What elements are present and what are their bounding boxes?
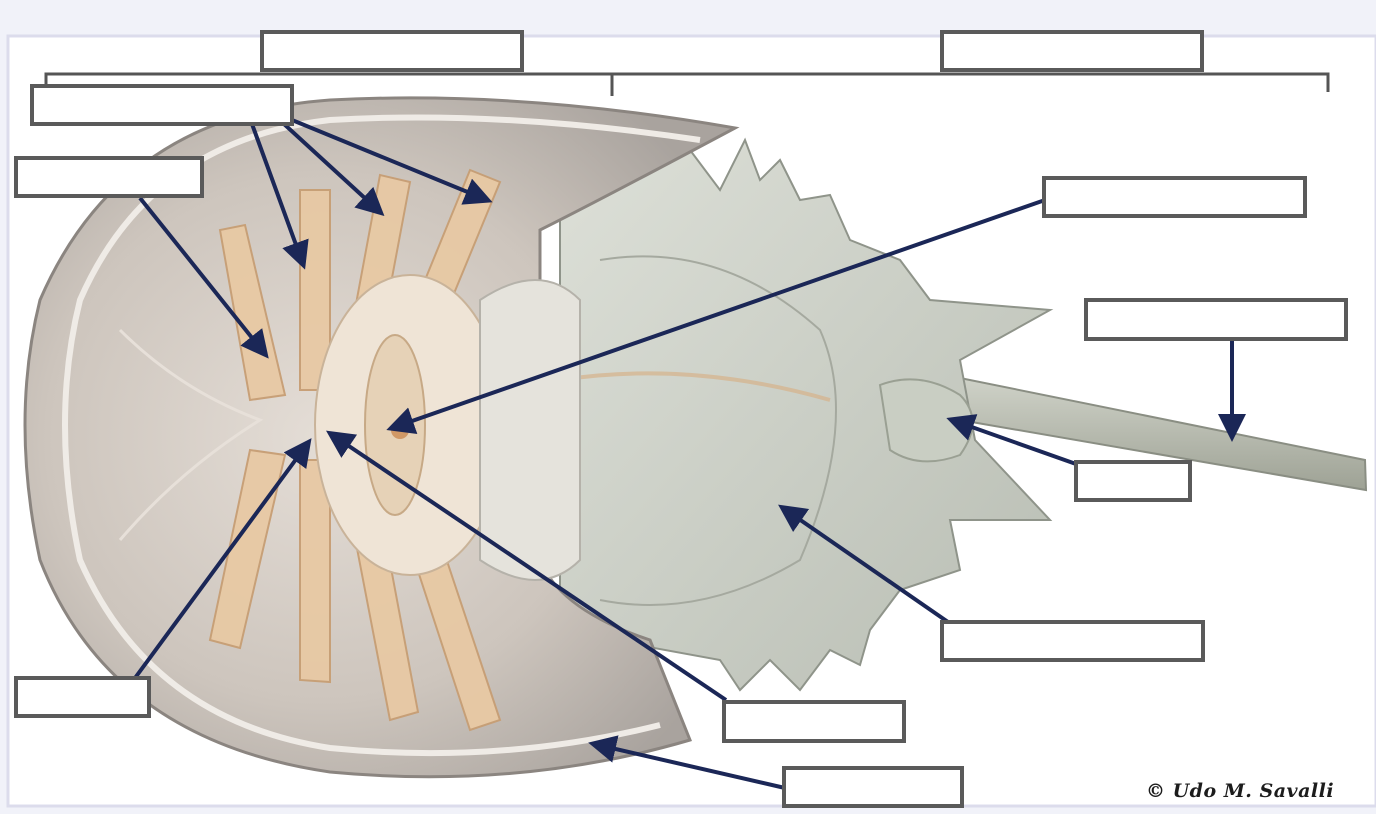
arrow-anus — [946, 414, 1077, 466]
arrow-appendages-3 — [291, 118, 493, 205]
region-bracket-prosoma — [44, 72, 614, 96]
photo-credit: © Udo M. Savalli — [1146, 780, 1335, 802]
label-box-anus[interactable] — [1074, 460, 1192, 502]
label-box-carapace[interactable] — [782, 766, 964, 808]
arrow-appendages-2 — [282, 122, 385, 217]
arrow-appendages-1 — [250, 123, 309, 270]
label-box-walking-legs[interactable] — [30, 84, 294, 126]
arrow-book-gills — [778, 504, 950, 624]
pointer-arrows — [133, 118, 1246, 790]
arrow-chelicerae — [138, 196, 269, 359]
arrow-genital-operculum — [326, 430, 728, 702]
arrow-chilaria — [133, 438, 312, 680]
label-box-book-gills[interactable] — [940, 620, 1205, 662]
label-box-prosoma-region[interactable] — [260, 30, 524, 72]
image-border — [6, 34, 1376, 808]
arrow-carapace — [588, 735, 786, 790]
region-bracket-opisthosoma — [612, 72, 1330, 92]
label-box-chelicerae[interactable] — [14, 156, 204, 198]
opisthosoma — [559, 137, 1054, 692]
label-box-opisthosoma-region[interactable] — [940, 30, 1204, 72]
label-box-mouth[interactable] — [1042, 176, 1307, 218]
label-box-genital-operculum[interactable] — [722, 700, 906, 743]
label-box-chilaria[interactable] — [14, 676, 151, 718]
label-box-telson[interactable] — [1084, 298, 1348, 341]
arrow-mouth — [386, 198, 1046, 434]
